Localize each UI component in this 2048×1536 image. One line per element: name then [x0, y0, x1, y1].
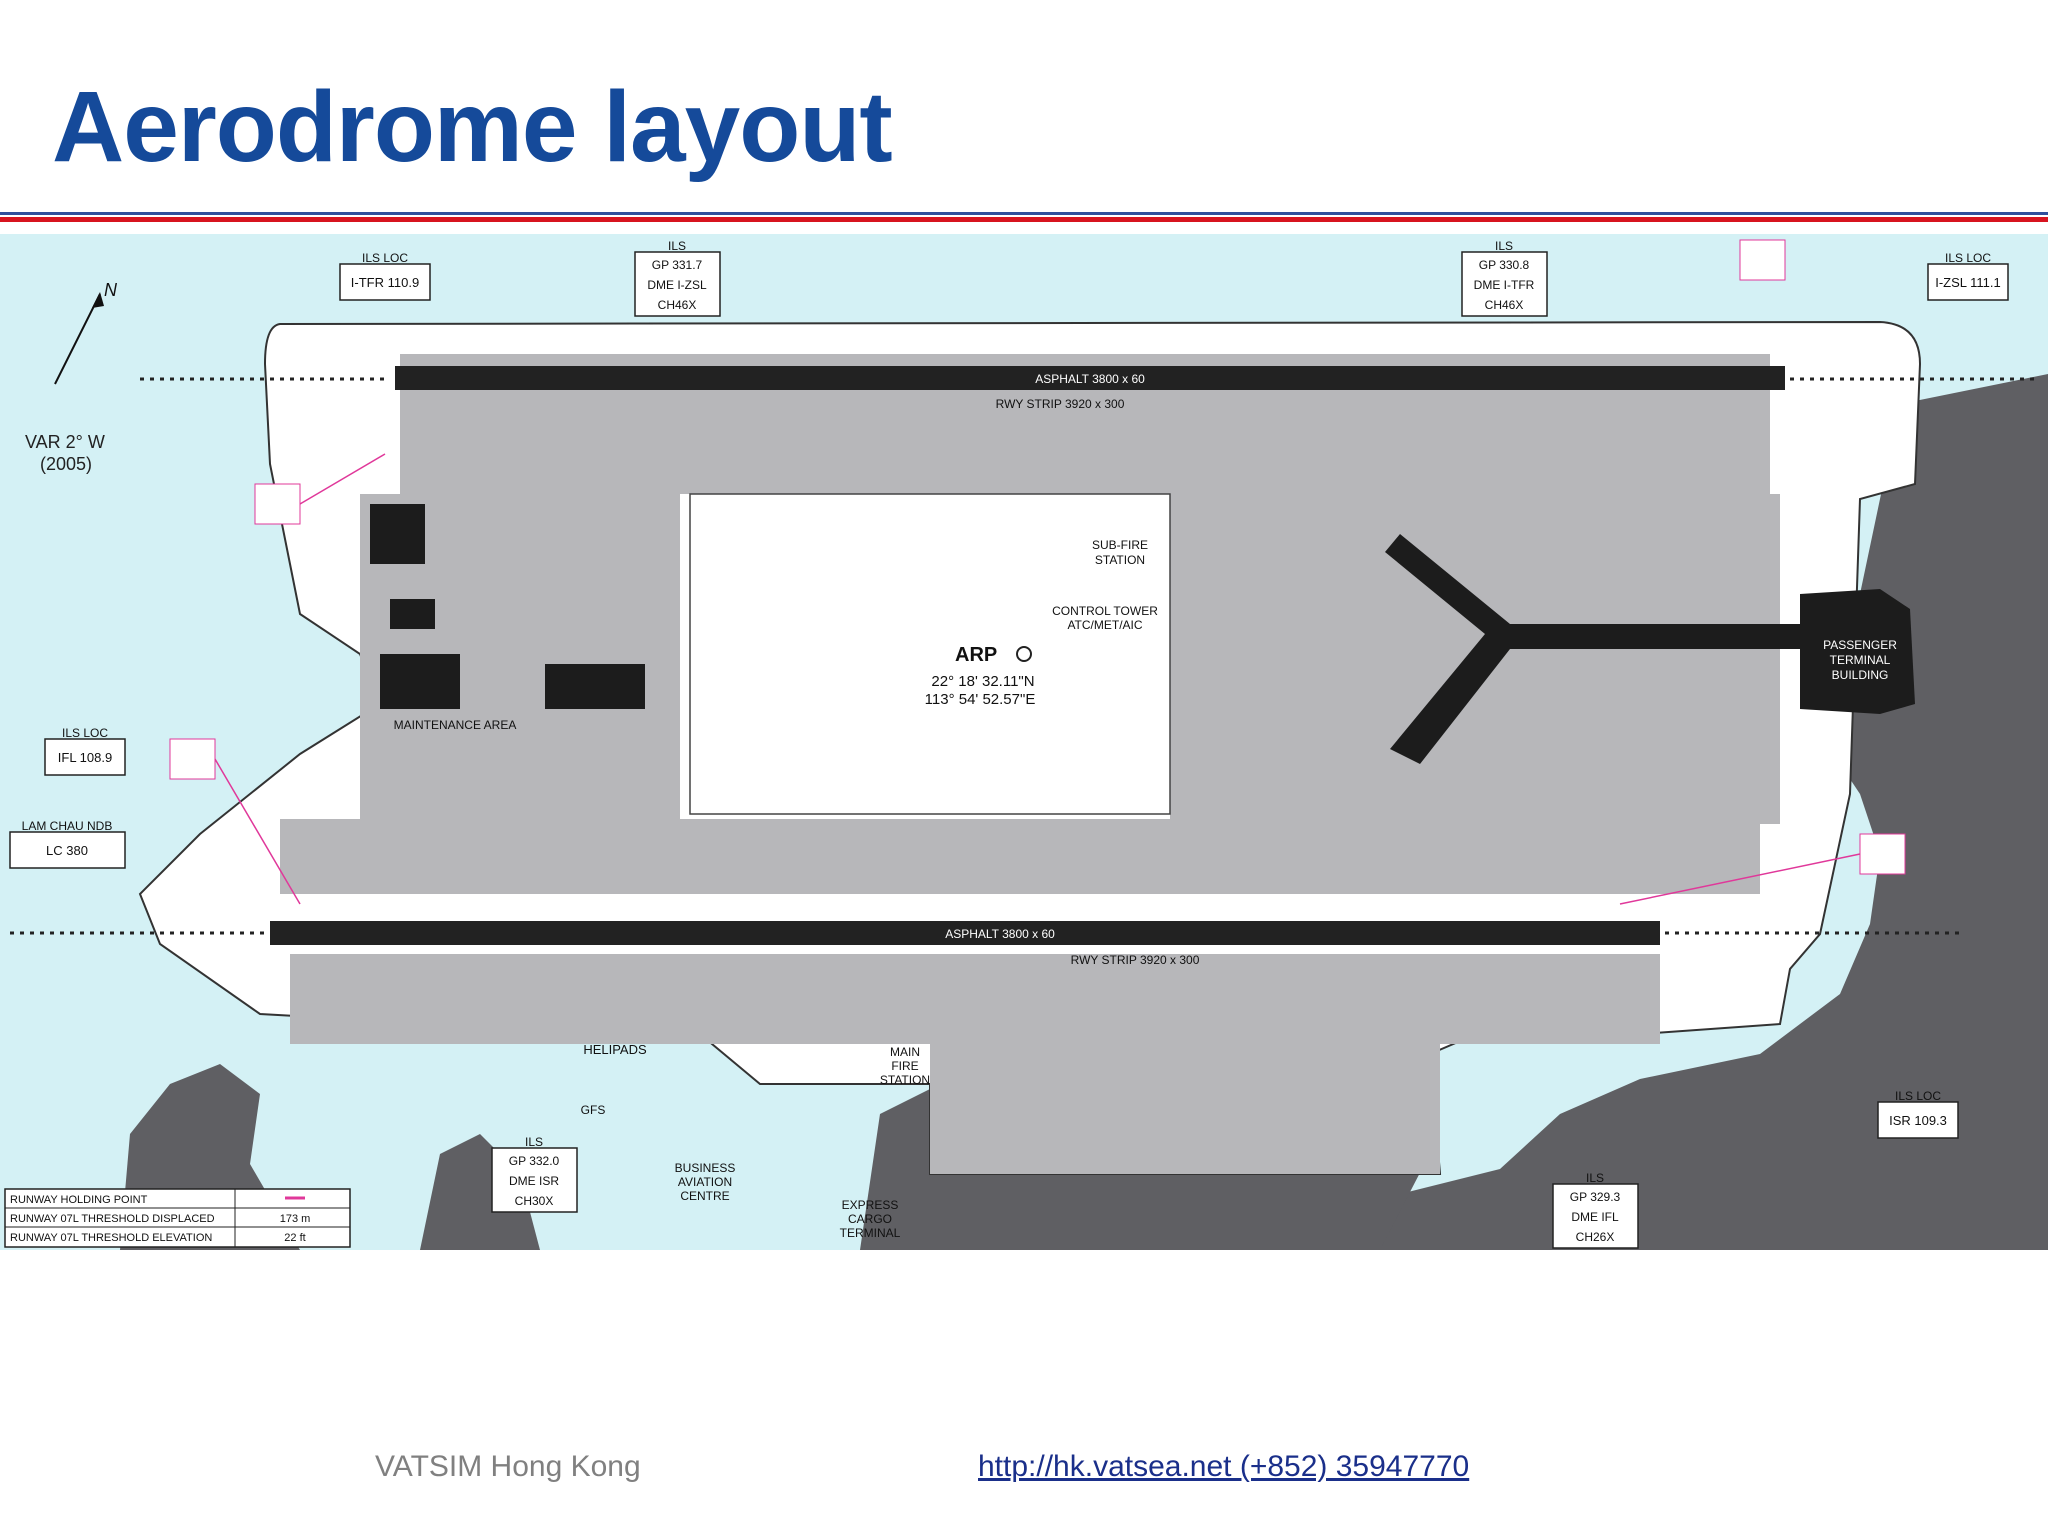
control-tower-label: CONTROL TOWER [1052, 604, 1158, 618]
hangar-2 [545, 664, 645, 709]
title-rule-blue [0, 212, 2048, 215]
arp-latitude: 22° 18' 32.11"N [931, 673, 1034, 690]
passenger-terminal-label-3: BUILDING [1832, 668, 1889, 682]
main-fire-station-label: MAIN [890, 1045, 920, 1059]
legend-row2-label: RUNWAY 07L THRESHOLD DISPLACED [10, 1213, 215, 1225]
ils-gp-n-dme: DME I-ZSL [647, 278, 707, 292]
ils-loc-se-title: ILS LOC [1895, 1089, 1941, 1103]
main-fire-station-label-3: STATION [880, 1073, 930, 1087]
ils-loc-ne-box [1927, 263, 2009, 301]
legend-row3-value: 22 ft [284, 1232, 305, 1244]
holding-point-leader-w [214, 758, 301, 905]
ils-gp-ne-freq: GP 330.8 [1479, 258, 1530, 272]
ils-loc-w-title: ILS LOC [62, 726, 108, 740]
ils-gp-s-dme: DME ISR [509, 1174, 559, 1188]
holding-point-leader-nw [299, 453, 386, 505]
ils-gp-n-title: ILS [668, 239, 686, 253]
holding-point-leader-e [1619, 853, 1861, 905]
holding-point-tag-nw [254, 483, 301, 525]
ndb-title: LAM CHAU NDB [22, 819, 113, 833]
ils-gp-se-box [1552, 1183, 1639, 1249]
ils-gp-se-title: ILS [1586, 1171, 1604, 1185]
holding-point-tag-ne [1739, 239, 1786, 281]
express-cargo-label-3: TERMINAL [840, 1226, 901, 1240]
arp-longitude: 113° 54' 52.57"E [925, 691, 1036, 708]
aerodrome-chart: ASPHALT 3800 x 60 RWY STRIP 3920 x 300 A… [0, 234, 2048, 1250]
passenger-terminal-label-2: TERMINAL [1830, 653, 1891, 667]
runway-south [270, 921, 1660, 945]
express-cargo-label: EXPRESS [842, 1198, 899, 1212]
ils-gp-s-ch: CH30X [515, 1194, 554, 1208]
ndb-box [9, 831, 126, 869]
strip-south-label: RWY STRIP 3920 x 300 [1071, 953, 1200, 967]
business-aviation-label-3: CENTRE [680, 1189, 729, 1203]
ils-loc-ne-freq: I-ZSL 111.1 [1935, 275, 2001, 290]
ils-loc-se-box [1877, 1101, 1959, 1139]
ils-gp-se-freq: GP 329.3 [1570, 1190, 1621, 1204]
passenger-terminal-label: PASSENGER [1823, 638, 1897, 652]
arp-label: ARP [955, 644, 997, 666]
passenger-terminal-block [1800, 589, 1915, 714]
ils-gp-s-freq: GP 332.0 [509, 1154, 560, 1168]
hangar-4 [390, 599, 435, 629]
runway-north-label: ASPHALT 3800 x 60 [1035, 372, 1145, 386]
land-islet [420, 1134, 540, 1250]
control-tower-label-2: ATC/MET/AIC [1067, 618, 1142, 632]
business-aviation-label: BUSINESS [675, 1161, 736, 1175]
ils-loc-ne-title: ILS LOC [1945, 251, 1991, 265]
ils-loc-w-freq: IFL 108.9 [58, 750, 112, 765]
sub-fire-station-label-2: STATION [1095, 553, 1145, 567]
ils-gp-s-box [491, 1147, 578, 1213]
holding-point-tag-w [169, 738, 216, 780]
south-parallel-taxiway [280, 819, 1760, 894]
slide-title: Aerodrome layout [52, 71, 893, 183]
ils-gp-se-ch: CH26X [1576, 1230, 1615, 1244]
strip-north-label: RWY STRIP 3920 x 300 [996, 397, 1125, 411]
ils-gp-n-freq: GP 331.7 [652, 258, 703, 272]
footer-org: VATSIM Hong Kong [375, 1450, 641, 1483]
hangar-3 [370, 504, 425, 564]
ils-loc-nw-freq: I-TFR 110.9 [351, 275, 419, 290]
variation-label: VAR 2° W [25, 432, 105, 452]
express-cargo-label-2: CARGO [848, 1212, 892, 1226]
terminal-y-taxilane [1385, 534, 1800, 764]
runway-north [395, 366, 1785, 390]
runway-south-label: ASPHALT 3800 x 60 [945, 927, 1055, 941]
ils-loc-nw-title: ILS LOC [362, 251, 408, 265]
south-taxiway-band [290, 954, 1660, 1044]
ils-gp-ne-ch: CH46X [1485, 298, 1524, 312]
helipads-label: HELIPADS [583, 1042, 647, 1057]
arp-marker [1016, 646, 1032, 662]
hangar-1 [380, 654, 460, 709]
ils-gp-n-ch: CH46X [658, 298, 697, 312]
legend-row1-label: RUNWAY HOLDING POINT [10, 1194, 148, 1206]
cargo-apron [930, 1034, 1440, 1174]
ils-loc-nw-box [339, 263, 431, 301]
central-infield [689, 493, 1171, 815]
ils-gp-n-box [634, 251, 721, 317]
holding-point-tag-e [1859, 833, 1906, 875]
legend-row3-label: RUNWAY 07L THRESHOLD ELEVATION [10, 1232, 212, 1244]
ils-gp-ne-box [1461, 251, 1548, 317]
maintenance-area-label: MAINTENANCE AREA [394, 718, 517, 732]
business-aviation-label-2: AVIATION [678, 1175, 732, 1189]
ils-gp-s-title: ILS [525, 1135, 543, 1149]
ils-loc-w-box [44, 738, 126, 776]
legend-row2-value: 173 m [280, 1213, 311, 1225]
title-rule-red [0, 217, 2048, 222]
footer-link[interactable]: http://hk.vatsea.net (+852) 35947770 [978, 1450, 1470, 1483]
north-parallel-taxiway [400, 434, 1770, 494]
ils-gp-ne-title: ILS [1495, 239, 1513, 253]
north-arrow [54, 293, 101, 385]
north-arrow-head [92, 292, 104, 308]
ils-loc-se-freq: ISR 109.3 [1889, 1113, 1947, 1128]
ils-gp-se-dme: DME IFL [1571, 1210, 1619, 1224]
sub-fire-station-label: SUB-FIRE [1092, 538, 1148, 552]
north-label: N [104, 280, 118, 300]
ils-gp-ne-dme: DME I-TFR [1474, 278, 1535, 292]
variation-year: (2005) [40, 454, 92, 474]
gfs-label: GFS [581, 1103, 606, 1117]
ndb-freq: LC 380 [46, 843, 88, 858]
main-fire-station-label-2: FIRE [891, 1059, 918, 1073]
